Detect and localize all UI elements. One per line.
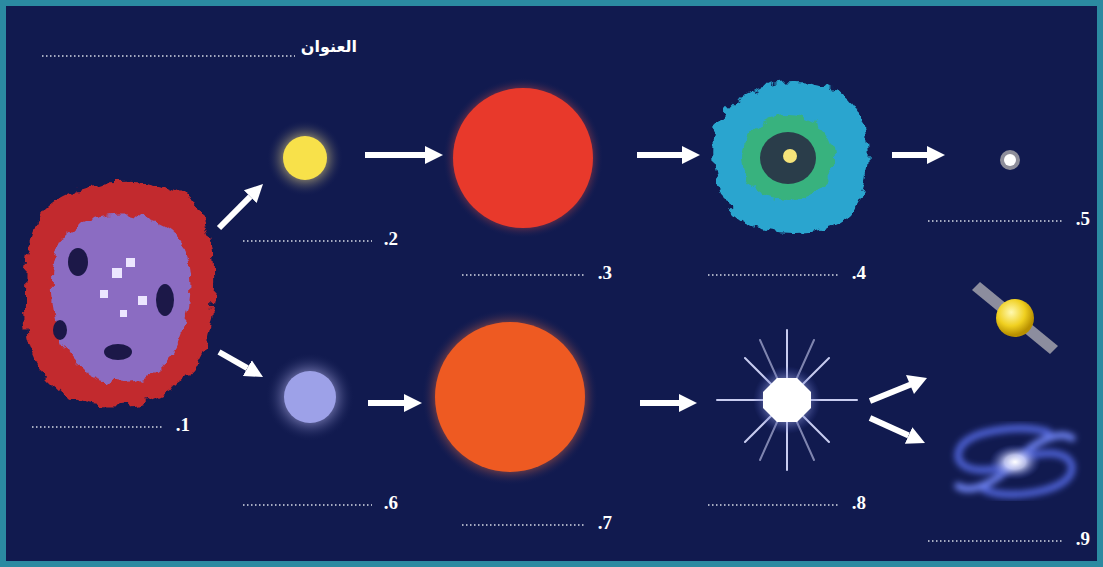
nebula-star: [126, 258, 135, 267]
nebula-gap: [104, 344, 132, 360]
arrow-connector: [892, 152, 927, 158]
black-hole: [958, 429, 1072, 495]
arrow-connector: [870, 418, 909, 436]
star-core: [1004, 154, 1016, 166]
nebula-star: [100, 290, 108, 298]
blank-line: [243, 240, 372, 242]
red-giant: [443, 78, 603, 238]
star-core: [283, 136, 327, 180]
supernova-rays: [717, 330, 857, 470]
nebula-ring: [742, 116, 834, 200]
arrow-connector: [640, 400, 679, 406]
stage-node: .4: [705, 72, 870, 237]
callout-number: .4: [852, 262, 866, 284]
blank-line: [462, 274, 586, 276]
yellow-star: [267, 120, 343, 196]
nebula-center: [760, 132, 816, 184]
stage-node: .5: [990, 140, 1030, 180]
stage-node: .7: [425, 312, 595, 482]
callout-number: .2: [384, 228, 398, 250]
callout-number: .6: [384, 492, 398, 514]
nebula-star: [138, 296, 147, 305]
supernova-glow: [753, 366, 821, 434]
arrow-connector: [219, 352, 247, 368]
red-supergiant: [422, 309, 598, 485]
stage-node: .8: [712, 325, 862, 475]
blank-line: [928, 540, 1064, 542]
supernova: [717, 330, 857, 470]
callout-number: .9: [1076, 528, 1090, 550]
ray: [745, 358, 829, 442]
nebula-gap: [53, 320, 67, 340]
nebula: [24, 182, 214, 406]
blank-line: [708, 504, 840, 506]
blank-line: [708, 274, 840, 276]
star-core: [284, 371, 336, 423]
nebula-stars: [100, 258, 147, 317]
title: العنوان: [301, 36, 357, 58]
arrow-head: [906, 375, 927, 394]
planetary-nebula: [713, 82, 867, 233]
blank-line: [462, 524, 586, 526]
star-glow: [267, 120, 343, 196]
arrow-shaft: [870, 384, 912, 401]
pulsar-arrow: [870, 375, 927, 401]
star-core: [453, 88, 593, 228]
nebula-gap: [156, 284, 174, 316]
stage-node: .1: [20, 178, 215, 410]
spiral-center: [989, 444, 1041, 480]
blank-line: [42, 55, 295, 57]
stage-node: .3: [435, 80, 611, 236]
arrow-connector: [365, 152, 425, 158]
arrow-connector: [637, 152, 682, 158]
nebula-core: [52, 215, 191, 383]
stage-node: .2: [267, 120, 343, 196]
star-rim: [1000, 150, 1020, 170]
star-glow: [443, 78, 603, 238]
stage-node: .6: [268, 355, 352, 439]
blank-lines: [32, 56, 1064, 541]
nebula-star: [120, 310, 127, 317]
spiral-arms: [958, 429, 1072, 495]
pulsar: [972, 282, 1058, 354]
supernova-core: [763, 378, 811, 422]
blank-line: [928, 220, 1064, 222]
nebula-gap: [68, 248, 88, 276]
ray: [760, 340, 814, 460]
central-star: [783, 149, 797, 163]
white-dwarf: [1000, 150, 1020, 170]
callout-number: .8: [852, 492, 866, 514]
nebula-cloud: [24, 182, 214, 406]
nebula-shell: [713, 82, 867, 233]
star-glow: [266, 353, 354, 441]
blue-star: [266, 353, 354, 441]
pulsar-sphere: [996, 299, 1034, 337]
star-glow: [422, 309, 598, 485]
pulsar-beam: [972, 282, 1058, 354]
arrow-connector: [368, 400, 404, 406]
callout-number: .3: [598, 262, 612, 284]
ray: [760, 340, 814, 460]
blank-line: [32, 426, 162, 428]
background-panel: [6, 6, 1097, 561]
callout-number: .7: [598, 512, 612, 534]
star-core: [435, 322, 585, 472]
stage-node: .9: [955, 425, 1075, 500]
blank-line: [243, 504, 372, 506]
callout-number: .5: [1076, 208, 1090, 230]
ray: [745, 358, 829, 442]
nebula-star: [112, 268, 122, 278]
callout-number: .1: [176, 414, 190, 436]
arrow-connector: [219, 197, 250, 228]
